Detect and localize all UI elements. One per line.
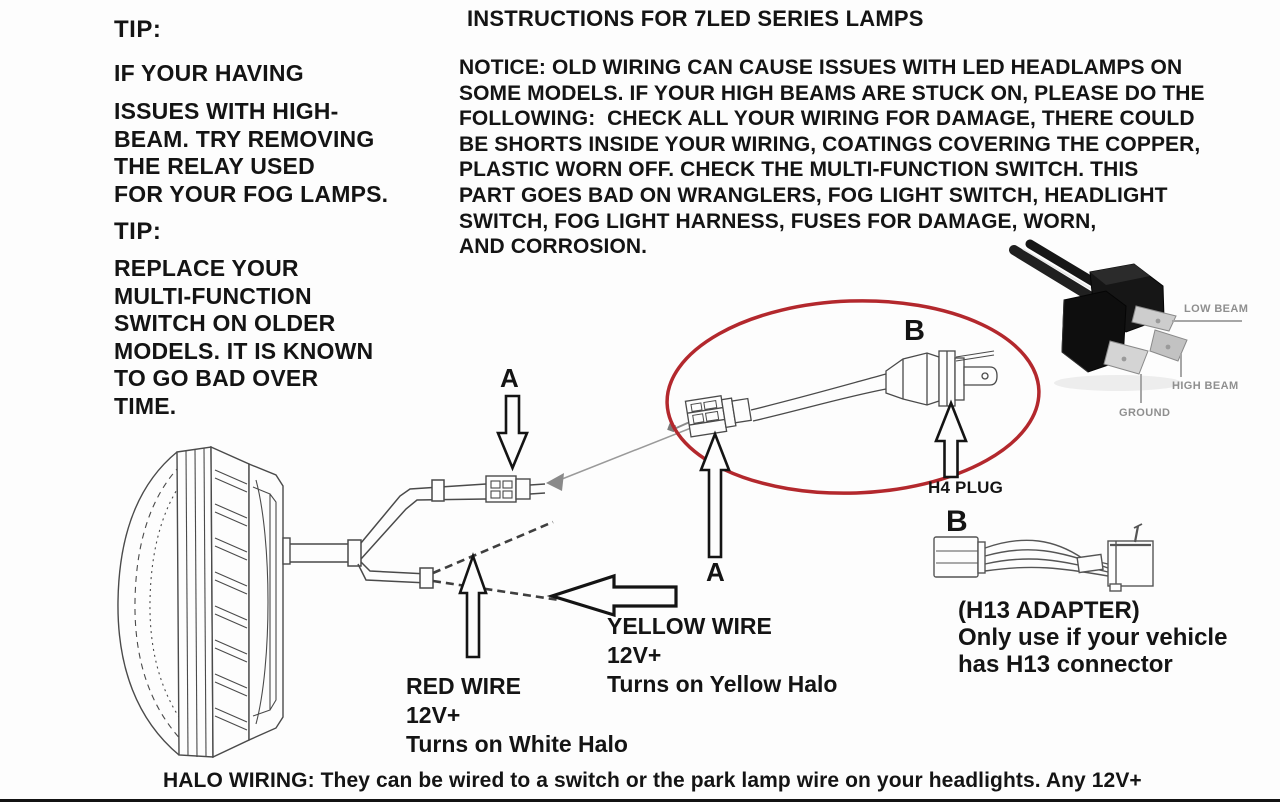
leader-arrowhead-icon [546, 473, 564, 491]
tip1-heading: TIP: [114, 16, 162, 43]
high-beam-label: HIGH BEAM [1172, 380, 1239, 392]
ground-blade [1103, 340, 1149, 375]
notice-paragraph: NOTICE: OLD WIRING CAN CAUSE ISSUES WITH… [459, 56, 1205, 259]
yellow-wire-voltage: 12V+ [607, 642, 662, 668]
a-bottom-arrow-up-icon [699, 430, 731, 559]
yellow-wire-caption: YELLOW WIRE 12V+ Turns on Yellow Halo [607, 612, 837, 699]
red-wire-name: RED WIRE [406, 673, 521, 699]
h13-adapter-caption: (H13 ADAPTER) Only use if your vehicle h… [958, 597, 1227, 678]
callout-b-circled: B [904, 315, 925, 347]
red-wire-arrow-up-icon [458, 552, 488, 659]
page-title: INSTRUCTIONS FOR 7LED SERIES LAMPS [467, 6, 924, 31]
a-top-arrow-down-icon [496, 394, 529, 472]
circled-harness-drawing [667, 350, 998, 438]
h13-adapter-line1: Only use if your vehicle [958, 624, 1228, 651]
h4-plug-arrow-up-icon [934, 399, 968, 479]
tip1-body: ISSUES WITH HIGH- BEAM. TRY REMOVING THE… [114, 98, 389, 207]
tip2-heading: TIP: [114, 218, 162, 245]
red-wire-voltage: 12V+ [406, 702, 461, 728]
ground-label: GROUND [1119, 407, 1171, 419]
headlamp-drawing [117, 445, 291, 759]
yellow-halo-dashed-wire [432, 579, 560, 602]
yellow-wire-action: Turns on Yellow Halo [607, 671, 838, 697]
harness-wires [290, 479, 560, 602]
h13-adapter-line2: has H13 connector [958, 651, 1173, 678]
h4-plug-label: H4 PLUG [928, 478, 1004, 497]
h13-adapter-title: (H13 ADAPTER) [958, 597, 1140, 624]
callout-a-bottom: A [706, 557, 725, 587]
tip2-body: REPLACE YOUR MULTI-FUNCTION SWITCH ON OL… [114, 255, 374, 419]
callout-a-top: A [500, 363, 519, 393]
red-wire-caption: RED WIRE 12V+ Turns on White Halo [406, 672, 628, 759]
red-highlight-ellipse [665, 299, 1041, 495]
low-beam-label: LOW BEAM [1184, 303, 1249, 315]
photo-cable [1009, 245, 1101, 305]
red-wire-action: Turns on White Halo [406, 731, 628, 757]
tip1-intro: IF YOUR HAVING [114, 60, 304, 86]
red-halo-dashed-wire [432, 520, 554, 575]
halo-wiring-footer: HALO WIRING: They can be wired to a swit… [163, 769, 1142, 792]
bottom-edge-line [0, 799, 1280, 802]
connector-a-drawing [485, 475, 546, 503]
photo-shadow [1054, 375, 1182, 391]
h4-plug-photo [1009, 239, 1242, 403]
callout-b-adapter: B [946, 505, 968, 538]
h13-adapter-drawing [933, 523, 1154, 592]
yellow-wire-arrow-left-icon [546, 573, 678, 618]
yellow-wire-name: YELLOW WIRE [607, 613, 772, 639]
low-beam-blade [1131, 305, 1177, 332]
